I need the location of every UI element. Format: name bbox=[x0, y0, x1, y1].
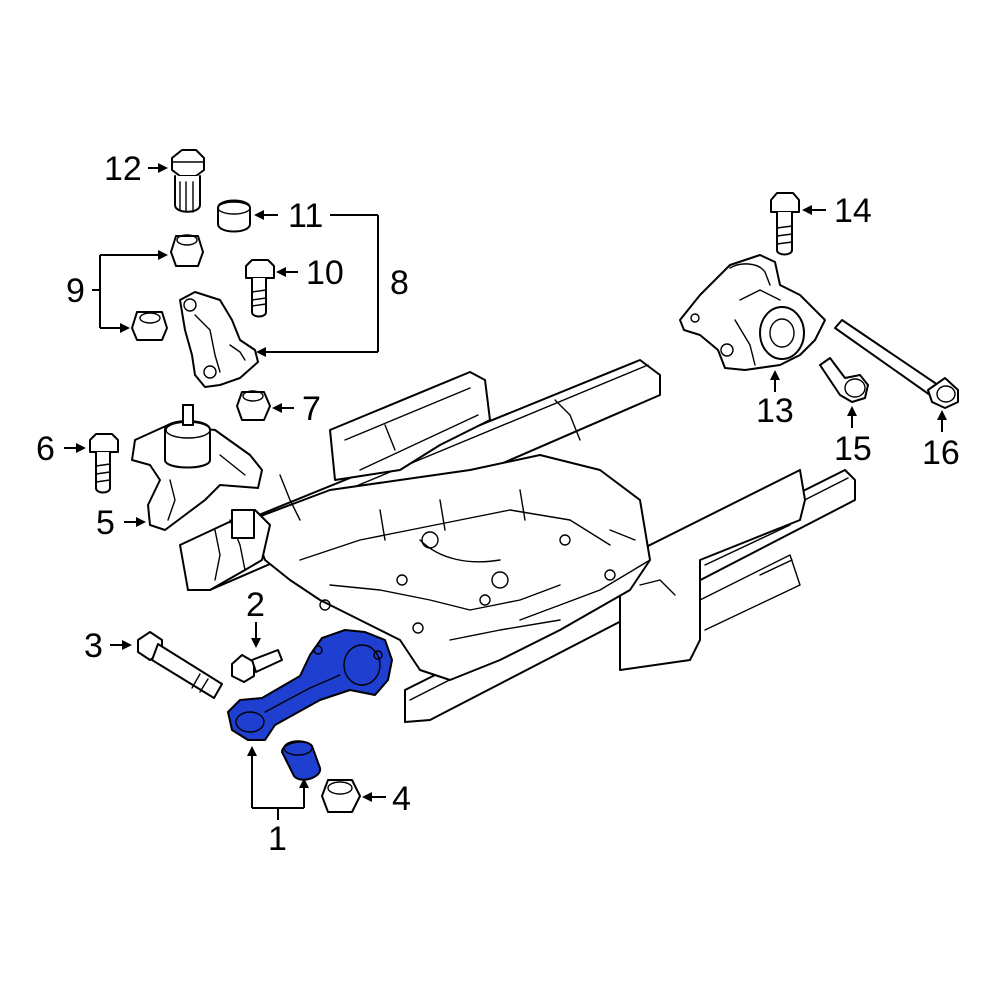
part-14-bolt bbox=[770, 192, 800, 256]
part-8-mount-bracket bbox=[179, 291, 259, 388]
part-9-nut-upper bbox=[170, 234, 204, 267]
part-12-stud-bolt bbox=[171, 149, 205, 213]
chassis-frame bbox=[179, 359, 856, 723]
callout-13: 13 bbox=[756, 392, 794, 430]
callout-3: 3 bbox=[84, 627, 103, 665]
callout-6: 6 bbox=[36, 430, 55, 468]
callout-1: 1 bbox=[268, 820, 287, 858]
part-5-engine-mount bbox=[131, 404, 263, 531]
callout-2: 2 bbox=[246, 586, 265, 624]
leader-lines bbox=[64, 163, 947, 820]
callout-15: 15 bbox=[834, 430, 872, 468]
callout-4: 4 bbox=[392, 780, 411, 818]
part-16-long-bolt bbox=[834, 319, 959, 409]
part-4-nut bbox=[321, 779, 361, 813]
part-3-long-bolt bbox=[137, 631, 223, 699]
part-15-bolt bbox=[819, 357, 869, 403]
part-1-bushing-highlighted bbox=[281, 740, 322, 781]
callout-5: 5 bbox=[96, 504, 115, 542]
part-2-bolt bbox=[231, 649, 283, 683]
part-7-nut bbox=[236, 390, 271, 421]
callout-9: 9 bbox=[66, 272, 85, 310]
callout-12: 12 bbox=[104, 150, 142, 188]
part-9-nut-lower bbox=[131, 311, 168, 341]
part-6-bolt bbox=[89, 433, 119, 494]
part-11-bushing bbox=[217, 199, 251, 233]
torque-rod-body bbox=[227, 629, 393, 741]
callout-11: 11 bbox=[288, 197, 323, 235]
callout-16: 16 bbox=[922, 434, 960, 472]
part-1-torque-rod-highlighted bbox=[227, 629, 393, 741]
part-13-mount bbox=[679, 254, 826, 371]
callout-14: 14 bbox=[834, 192, 872, 230]
callout-10: 10 bbox=[306, 254, 344, 292]
callout-8: 8 bbox=[390, 264, 409, 302]
callout-labels: 12 11 10 8 9 7 6 5 14 13 15 16 2 3 4 1 bbox=[36, 150, 960, 858]
callout-7: 7 bbox=[302, 390, 321, 428]
part-10-bolt bbox=[245, 259, 275, 318]
